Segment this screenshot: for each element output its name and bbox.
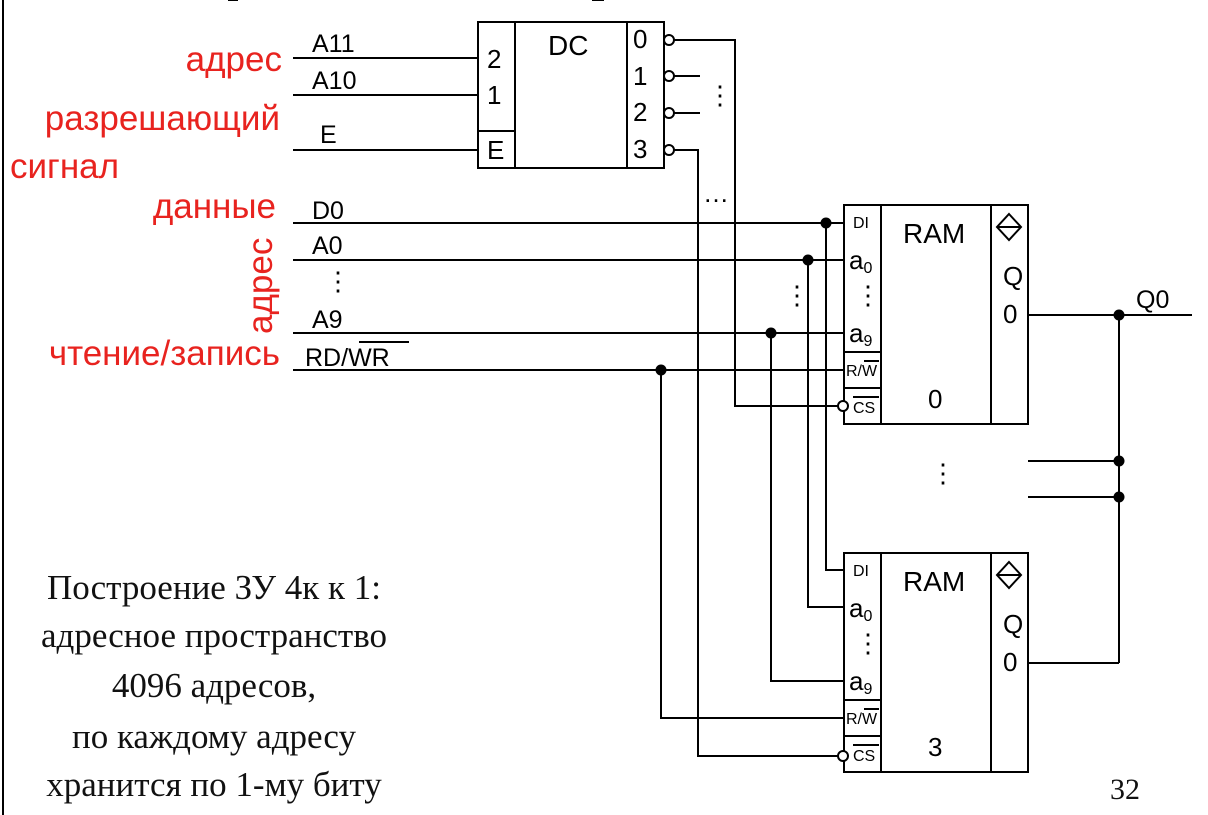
decoder-output-1: 1 xyxy=(633,61,647,91)
caption-line-4: по каждому адресу xyxy=(72,717,357,756)
ram0-pin-q: Q xyxy=(1003,261,1023,291)
ram3-pin-cs: CS xyxy=(853,748,875,765)
wire-cs0 xyxy=(674,39,838,407)
ram3-pin-rw: R/W xyxy=(846,711,878,728)
decoder-input-e: E xyxy=(487,135,504,165)
ram-block-3: RAM DI a0 ⋮ a9 R/W CS Q 0 3 xyxy=(837,552,1029,773)
ram0-pin-di: DI xyxy=(853,215,869,232)
label-address: адрес xyxy=(186,40,282,79)
address-bus-ellipsis: ⋮ xyxy=(784,280,810,310)
caption-line-2: адресное пространство xyxy=(41,616,387,655)
ram3-address-ellipsis: ⋮ xyxy=(855,628,881,658)
signal-a10: A10 xyxy=(312,67,356,95)
decoder-output-2-bubble xyxy=(663,107,675,119)
decoder-output-1-bubble xyxy=(663,70,675,82)
junction-rdwr xyxy=(655,364,667,376)
ram3-pin-a9: a9 xyxy=(849,666,872,698)
ram0-pin-a0: a0 xyxy=(849,245,872,277)
wire-rdwr-bus xyxy=(660,370,844,719)
junction-a0 xyxy=(802,254,814,266)
signal-a0: A0 xyxy=(312,232,343,260)
label-address-vertical: адрес xyxy=(241,238,280,334)
page-number: 32 xyxy=(1110,773,1140,806)
ram0-index: 0 xyxy=(928,384,942,414)
ram3-pin-a0: a0 xyxy=(849,593,872,625)
junction-a9 xyxy=(765,327,777,339)
ram-block-0: RAM DI a0 ⋮ a9 R/W CS Q 0 0 xyxy=(837,204,1029,425)
caption-line-3: 4096 адресов, xyxy=(112,666,316,705)
signal-a11: A11 xyxy=(312,30,355,58)
signal-q0-out: Q0 xyxy=(1136,286,1169,314)
decoder-input-2: 2 xyxy=(487,44,501,74)
cs-wires-ellipsis: … xyxy=(703,178,729,208)
signal-rdwr: RD/WR xyxy=(305,344,390,372)
signal-a9: A9 xyxy=(312,306,343,334)
ram0-pin-q-bit: 0 xyxy=(1003,299,1017,329)
ram0-outline xyxy=(843,204,1029,425)
decoder-outline xyxy=(477,21,665,169)
decoder-output-3: 3 xyxy=(633,134,647,164)
junction-q0-ram2 xyxy=(1113,491,1125,503)
decoder-block: DC 2 1 E 0 1 2 3 xyxy=(477,21,675,169)
label-enable-line2: сигнал xyxy=(10,147,119,186)
ram0-cs-bubble xyxy=(837,400,849,412)
ram0-pin-a9: a9 xyxy=(849,318,872,350)
decoder-title: DC xyxy=(548,30,588,61)
caption-line-5: хранится по 1-му биту xyxy=(46,765,382,804)
decoder-output-2: 2 xyxy=(633,97,647,127)
junction-q0-out xyxy=(1113,309,1125,321)
ram0-pin-rw: R/W xyxy=(846,363,878,380)
ram3-pin-q-bit: 0 xyxy=(1003,647,1017,677)
decoder-outputs-ellipsis: ⋮ xyxy=(707,80,733,110)
label-data: данные xyxy=(153,187,276,226)
label-read-write: чтение/запись xyxy=(49,334,280,373)
junction-q0-ram1 xyxy=(1113,455,1125,467)
ram3-pin-q: Q xyxy=(1003,609,1023,639)
caption-line-1: Построение ЗУ 4к к 1: xyxy=(47,568,381,607)
decoder-output-0: 0 xyxy=(633,24,647,54)
decoder-output-0-bubble xyxy=(663,34,675,46)
decoder-input-1: 1 xyxy=(487,80,501,110)
wire-a9-bus xyxy=(770,333,844,682)
ram-blocks-ellipsis: ⋮ xyxy=(930,458,956,488)
ram3-cs-bubble xyxy=(837,750,849,762)
ram3-pin-di: DI xyxy=(853,563,869,580)
label-enable-line1: разрешающий xyxy=(45,99,280,138)
ram0-pin-cs: CS xyxy=(853,400,875,417)
signal-d0: D0 xyxy=(312,197,344,225)
signal-e: E xyxy=(320,121,337,149)
ram0-address-ellipsis: ⋮ xyxy=(855,280,881,310)
wire-cs3 xyxy=(674,149,838,757)
decoder-output-3-bubble xyxy=(663,144,675,156)
ram3-title: RAM xyxy=(903,566,965,597)
wire-a0-bus xyxy=(807,260,844,608)
address-ellipsis: ⋮ xyxy=(325,266,351,296)
wire-di-bus xyxy=(825,223,844,571)
ram3-index: 3 xyxy=(928,732,942,762)
ram0-title: RAM xyxy=(903,218,965,249)
junction-di xyxy=(820,217,832,229)
